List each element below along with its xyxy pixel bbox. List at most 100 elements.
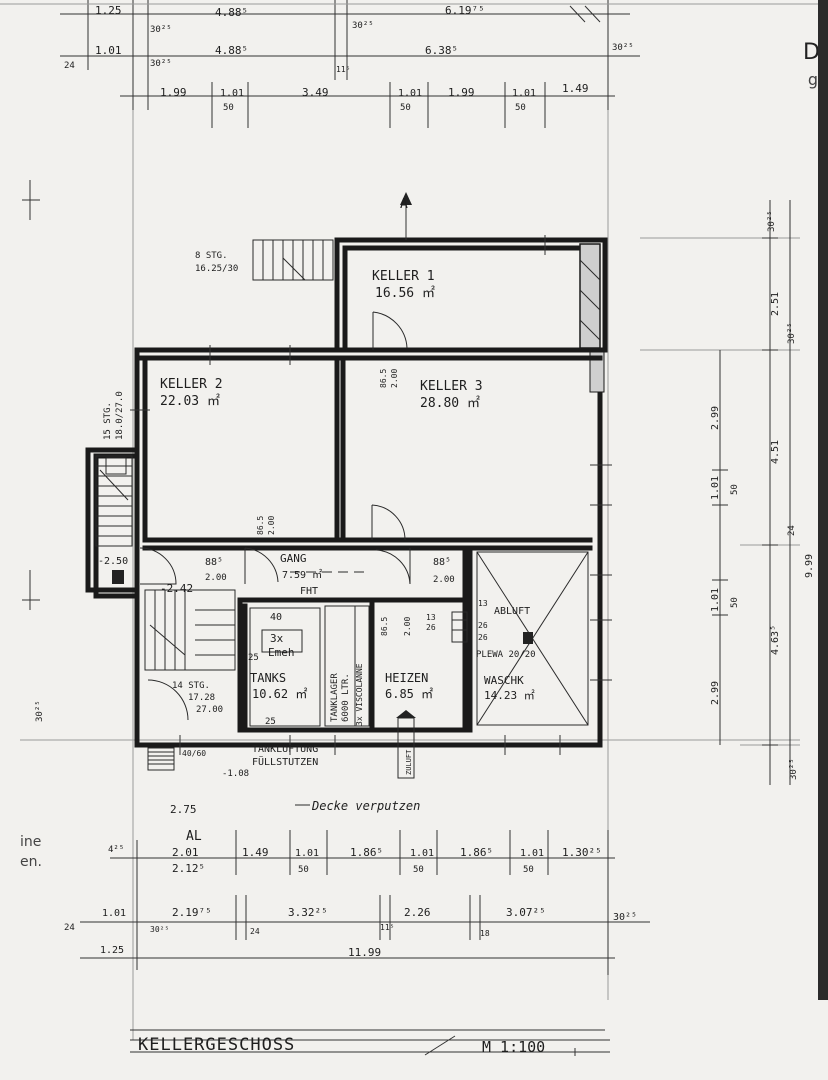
- dim-top-2-5: 30²⁵: [612, 43, 634, 53]
- dim-top-1-2: 4.88⁵: [215, 6, 248, 19]
- tanks-area: 10.62 ㎡: [252, 687, 307, 701]
- tanks-name: TANKS: [250, 671, 286, 685]
- dim-right-outer-5: 24: [787, 525, 797, 536]
- edge-text-left: ine en.: [20, 832, 42, 872]
- keller1-area: 16.56 ㎡: [375, 286, 435, 301]
- decke-note: Decke verputzen: [311, 799, 420, 813]
- page-edge-strip: [818, 0, 828, 1000]
- level-stair: -2.42: [160, 582, 193, 595]
- level-bottom: -1.08: [222, 769, 249, 779]
- dim-left-1: 30²⁵: [35, 700, 45, 722]
- dim-top-3-5: 1.01: [398, 88, 422, 99]
- window-marks: [130, 235, 612, 755]
- dim-right-inner-3: 50: [730, 484, 740, 495]
- dim-right-outer-6: 4.63⁵: [770, 625, 781, 655]
- stair-top-dims: 16.25/30: [195, 264, 238, 274]
- dim-bottom-1-6: 1.01: [410, 848, 434, 859]
- keller1-hatched-wall: [579, 243, 601, 349]
- dim-bottom-1-9: 1.01: [520, 848, 544, 859]
- dim-top-1-3b: 30²⁵: [352, 21, 374, 31]
- dim-right-outer-1: 30²⁵: [767, 210, 777, 232]
- stair-left-steps: 15 STG.: [103, 402, 113, 440]
- dim-top-3-4: 3.49: [302, 86, 329, 99]
- drawing-title: KELLERGESCHOSS: [138, 1035, 295, 1055]
- door-8650-a: 86.5: [379, 369, 388, 388]
- dim-top-2-3: 30²⁵: [150, 59, 172, 69]
- fuellstutzen-label: FÜLLSTUTZEN: [252, 755, 318, 768]
- dim-bottom-2-11: 18: [480, 929, 490, 938]
- dim-top-3-10: 1.49: [562, 82, 589, 95]
- al-label: AL: [186, 829, 202, 844]
- bottom-dimension-chains: [80, 830, 650, 1056]
- dim-bottom-1-1: 4²⁵: [108, 845, 124, 855]
- tank-dim-25: 25: [248, 653, 259, 663]
- stair-top-steps: 8 STG.: [195, 251, 228, 261]
- level-left: -2.50: [98, 556, 128, 567]
- dim-275: 2.75: [170, 803, 197, 816]
- dim-top-2-6: 24: [64, 61, 75, 71]
- dim-right-outer-7: 30²⁵: [789, 758, 799, 780]
- stair-left: [95, 455, 133, 547]
- vent-26-c: 26: [478, 633, 488, 642]
- tank-dim-25b: 25: [265, 717, 276, 727]
- dim-bottom-1-8: 1.86⁵: [460, 846, 493, 859]
- dim-top-2-7: 11⁵: [336, 65, 350, 74]
- dim-bottom-2-10: 11⁵: [380, 923, 394, 932]
- dim-bottom-1-2: 1.49: [242, 846, 269, 859]
- abluft-label: ABLUFT: [494, 606, 530, 617]
- dim-right-inner-4: 1.01: [710, 588, 721, 612]
- dim-top-1-4: 6.19⁷⁵: [445, 4, 485, 17]
- dim-right-outer-2: 2.51: [770, 292, 781, 316]
- door-88-a: 88⁵: [205, 557, 223, 568]
- dim-right-inner-6: 2.99: [710, 681, 721, 705]
- door-88-b: 88⁵: [433, 557, 451, 568]
- dim-bottom-2-8: 30²⁵: [150, 925, 169, 934]
- dim-bottom-2-9: 24: [250, 927, 260, 936]
- plewa-label: PLEWA 20/20: [476, 650, 536, 660]
- stair-top: [252, 239, 334, 281]
- stair-bottom-height: 17.28: [188, 693, 215, 703]
- dim-top-2-1: 1.01: [95, 44, 122, 57]
- dim-top-3-2: 1.01: [220, 88, 244, 99]
- tanklueftung-label: TANKLÜFTUNG: [252, 742, 318, 755]
- dim-top-3-7: 1.99: [448, 86, 475, 99]
- door-200-e: 2.00: [403, 617, 412, 636]
- heizen-area: 6.85 ㎡: [385, 687, 433, 701]
- dim-bottom-2-6: 30²⁵: [613, 912, 637, 923]
- dim-right-inner-1: 2.99: [710, 406, 721, 430]
- tank-dim-40: 40: [270, 612, 282, 623]
- tanklager-label: TANKLAGER: [330, 673, 340, 722]
- dim-top-3-3: 50: [223, 103, 234, 113]
- fht-label: FHT: [300, 586, 318, 597]
- door-200-b: 2.00: [433, 575, 455, 585]
- dim-bottom-1-3: 1.01: [295, 848, 319, 859]
- edge-text-left-line1: ine: [20, 834, 42, 850]
- door-8650-b: 86.5: [256, 516, 265, 535]
- dim-right-outer-3: 30²⁵: [787, 322, 797, 344]
- doors: [139, 311, 589, 726]
- dim-bottom-2-5: 3.07²⁵: [506, 906, 546, 919]
- tank-compartment: [112, 570, 533, 779]
- dim-right-outer-8: 9.99: [804, 554, 815, 578]
- keller3-name: KELLER 3: [420, 379, 483, 394]
- dim-bottom-1-4: 50: [298, 865, 309, 875]
- vent-13-b: 13: [478, 599, 488, 608]
- dim-right-outer-4: 4.51: [770, 440, 781, 464]
- dim-top-1-1: 1.25: [95, 4, 122, 17]
- tanks-count: 3x: [270, 632, 284, 645]
- gang-name: GANG: [280, 552, 307, 565]
- dim-2125: 2.12⁵: [172, 862, 205, 875]
- dim-top-3-9: 50: [515, 103, 526, 113]
- dim-201: 2.01: [172, 846, 199, 859]
- dim-top-3-1: 1.99: [160, 86, 187, 99]
- dim-bottom-1-10: 50: [523, 865, 534, 875]
- door-8650-c: 86.5: [380, 617, 389, 636]
- edge-text-top-right-small: g: [807, 70, 818, 89]
- dim-top-2-2: 4.88⁵: [215, 44, 248, 57]
- title-block: KELLERGESCHOSS M 1:100: [138, 1035, 545, 1056]
- dim-bottom-2-7: 24: [64, 923, 75, 933]
- vent-26-b: 26: [478, 621, 488, 630]
- door-200-a: 2.00: [205, 573, 227, 583]
- keller2-area: 22.03 ㎡: [160, 394, 220, 409]
